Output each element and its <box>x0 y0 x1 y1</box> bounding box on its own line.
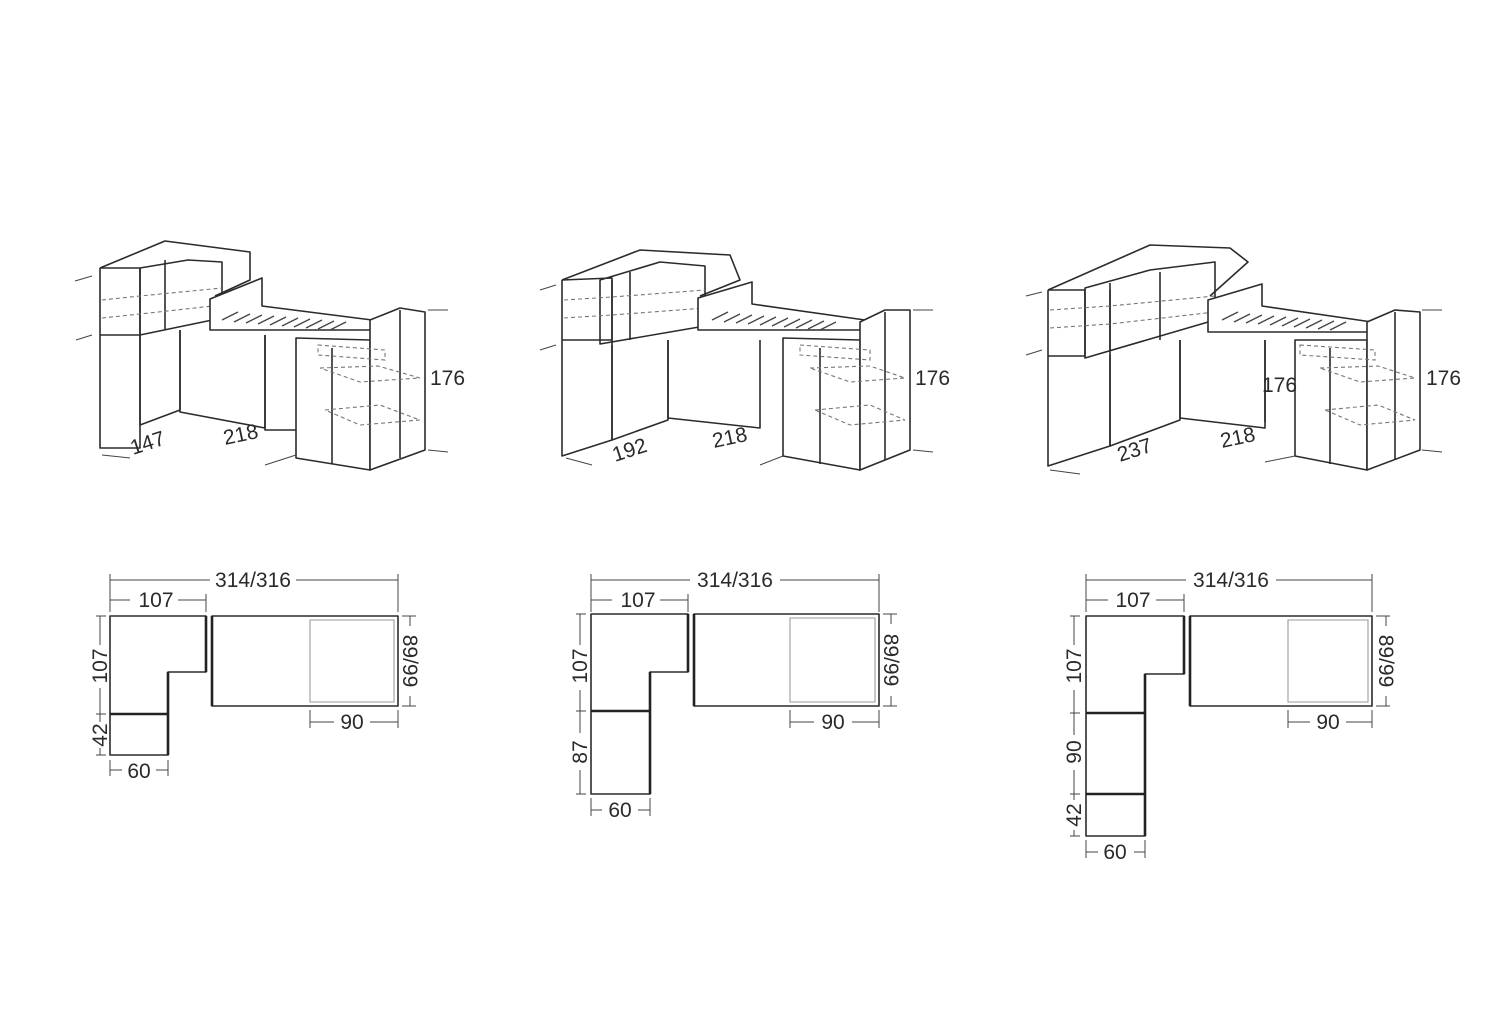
perspective-variant-2: 176 192 218 <box>539 249 950 471</box>
plan-bed-width-label: 90 <box>340 711 363 734</box>
plan-total-width-label: 314/316 <box>697 569 773 592</box>
plan-bottom-width-label: 60 <box>608 799 631 822</box>
plan-bottom-width-label: 60 <box>1103 841 1126 864</box>
plan-left-bottom-depth-label: 42 <box>1063 803 1086 826</box>
plan-variant-3: 314/316 107 107 90 42 60 90 89/99 <box>1063 569 1397 864</box>
plan-total-width-label: 314/316 <box>215 569 291 592</box>
plan-variant-1: 314/316 107 107 42 60 90 89/99 <box>89 569 421 783</box>
plan-variant-2: 314/316 107 107 87 60 90 89/99 <box>569 569 902 822</box>
plan-bed-depth-label: 89/99 <box>879 634 902 687</box>
length-dimension-label: 218 <box>221 420 260 450</box>
plan-left-top-depth-label: 107 <box>1063 648 1086 683</box>
inner-height-dimension-label: 176 <box>1262 374 1297 397</box>
plan-left-top-depth-label: 107 <box>569 648 592 683</box>
plan-left-top-depth-label: 107 <box>89 648 112 683</box>
plan-bottom-width-label: 60 <box>127 760 150 783</box>
plan-bed-width-label: 90 <box>1316 711 1339 734</box>
plan-corner-width-label: 107 <box>620 589 655 612</box>
plan-left-mid-depth-label: 90 <box>1063 740 1086 763</box>
plan-bed-depth-label: 89/99 <box>1374 635 1397 688</box>
length-dimension-label: 218 <box>1218 423 1257 453</box>
plan-left-bottom-depth-label: 42 <box>89 723 112 746</box>
height-dimension-label: 176 <box>430 367 465 390</box>
plan-total-width-label: 314/316 <box>1193 569 1269 592</box>
depth-dimension-label: 237 <box>1114 434 1154 467</box>
perspective-variant-3: 176 176 237 218 <box>1025 244 1461 475</box>
plan-corner-width-label: 107 <box>138 589 173 612</box>
length-dimension-label: 218 <box>710 423 749 453</box>
plan-bed-depth-label: 89/99 <box>398 635 421 688</box>
depth-dimension-label: 147 <box>127 427 167 460</box>
plan-bed-width-label: 90 <box>821 711 844 734</box>
height-dimension-label: 176 <box>1426 367 1461 390</box>
plan-left-bottom-depth-label: 87 <box>569 740 592 763</box>
plan-corner-width-label: 107 <box>1115 589 1150 612</box>
perspective-variant-1: 176 147 218 <box>74 240 465 471</box>
height-dimension-label: 176 <box>915 367 950 390</box>
